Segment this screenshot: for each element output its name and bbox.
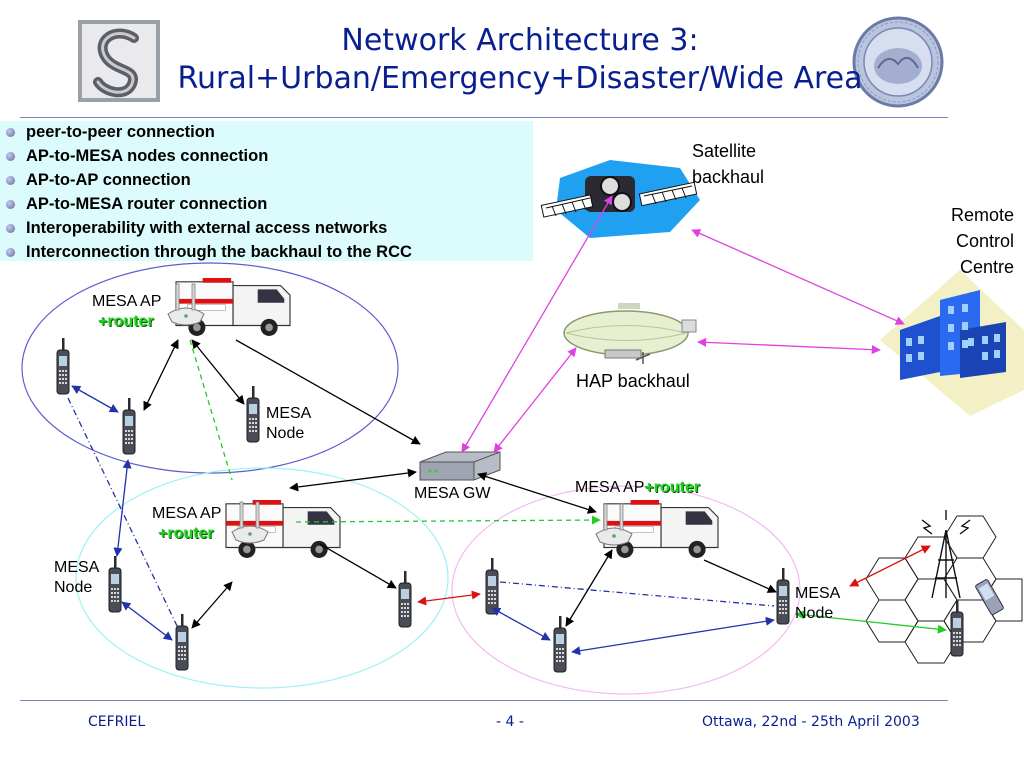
mesa-ap-label-urban: MESA AP +router [152, 505, 222, 542]
phone-icon [950, 599, 964, 657]
bullet-item: Interoperability with external access ne… [0, 218, 412, 242]
cell-emergency [451, 485, 801, 695]
bullet-item: AP-to-AP connection [0, 170, 412, 194]
mesa-node-label-urban: MESA Node [54, 559, 100, 596]
mesa-gw-icon [419, 451, 501, 481]
mesa-gw-label: MESA GW [414, 485, 491, 502]
bullet-item: Interconnection through the backhaul to … [0, 242, 412, 266]
remote-control-centre-icon [880, 270, 1024, 416]
bullet-box [0, 121, 533, 261]
cell-tower-icon [921, 510, 971, 599]
mesa-ap-label-emergency: MESA AP+router [575, 479, 700, 496]
right-seal-logo [852, 16, 944, 108]
links [67, 195, 947, 656]
hap-airship-icon [563, 303, 697, 364]
title-divider [20, 117, 948, 118]
footer-right: Ottawa, 22nd - 25th April 2003 [702, 714, 920, 730]
cell-rural [21, 262, 399, 474]
phone-icon [175, 613, 189, 671]
bullet-item: AP-to-MESA router connection [0, 194, 412, 218]
phone-icon [398, 570, 412, 628]
footer-page-number: - 4 - [496, 714, 524, 730]
satellite-label: Satellite backhaul [692, 141, 765, 187]
pda-icon [975, 579, 1004, 616]
left-logo [76, 18, 162, 104]
phone-icon [246, 385, 260, 443]
phone-icon [108, 555, 122, 613]
slide-title: Network Architecture 3: Rural+Urban/Emer… [160, 22, 880, 98]
cell-urban [75, 467, 449, 689]
phone-icon [485, 557, 499, 615]
truck-ap-emergency [595, 499, 719, 559]
bullet-item: AP-to-MESA nodes connection [0, 146, 412, 170]
mesa-ap-label-rural: MESA AP +router [92, 293, 162, 330]
phone-icon [122, 397, 136, 455]
truck-ap-urban [225, 499, 341, 559]
bullet-item: peer-to-peer connection [0, 122, 412, 146]
phone-icon [776, 567, 790, 625]
title-line-2: Rural+Urban/Emergency+Disaster/Wide Area [177, 61, 863, 96]
mesa-node-label-rural: MESA Node [266, 405, 312, 442]
satellite-icon [540, 160, 700, 238]
footer-left: CEFRIEL [88, 714, 146, 730]
phone-icon [553, 615, 567, 673]
title-line-1: Network Architecture 3: [341, 23, 699, 58]
footer-divider [20, 700, 948, 701]
hap-label: HAP backhaul [576, 371, 690, 391]
bullet-list: peer-to-peer connection AP-to-MESA nodes… [0, 122, 412, 266]
remote-control-centre-label: Remote Control Centre [950, 205, 1014, 277]
phone-icon [56, 337, 70, 395]
truck-ap-rural [167, 277, 291, 337]
mesa-node-label-emergency: MESA Node [795, 585, 841, 622]
